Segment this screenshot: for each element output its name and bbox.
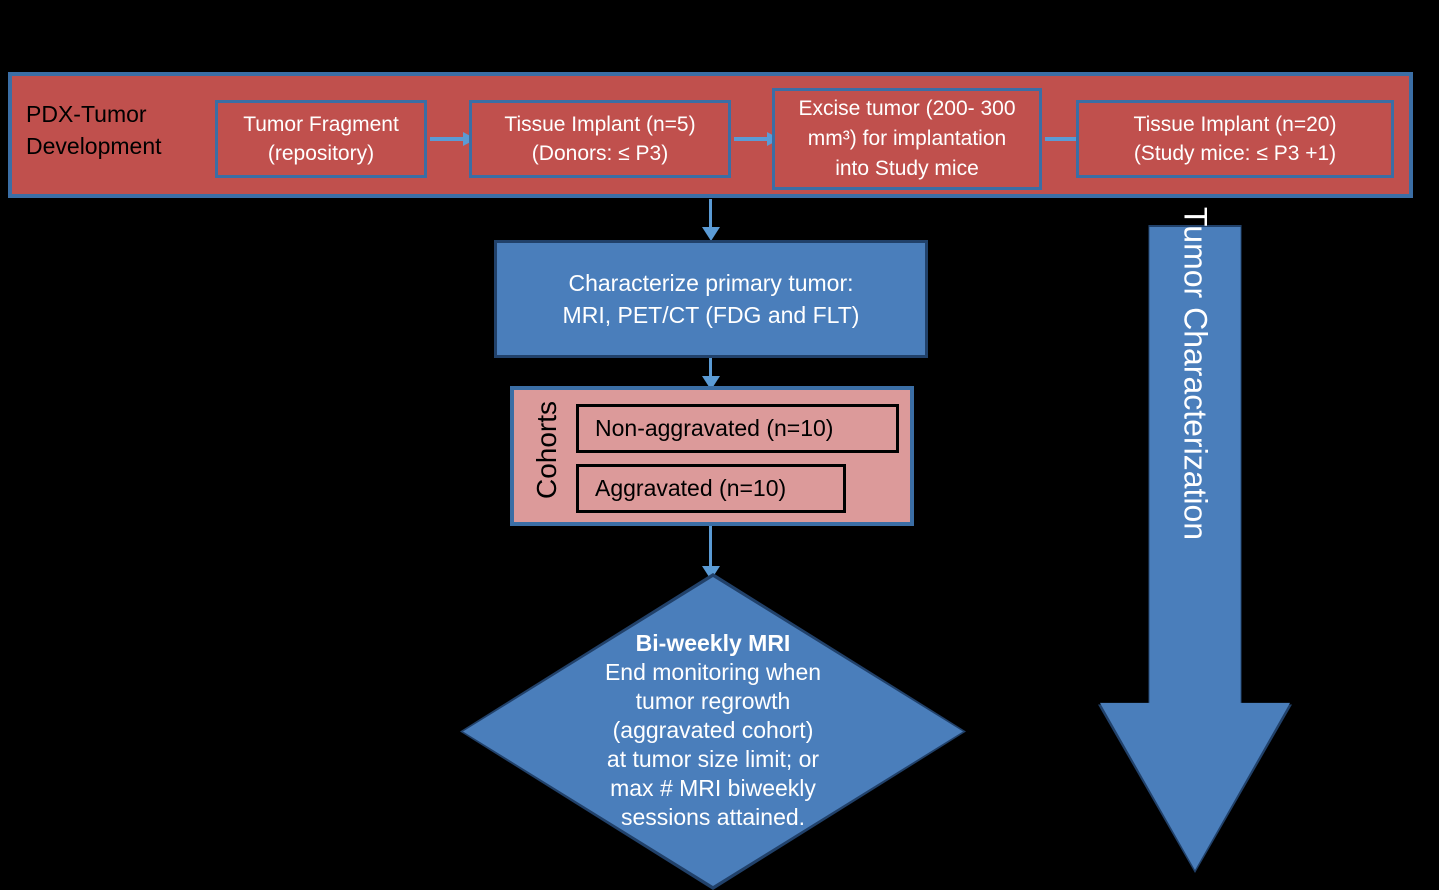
step-line-2: (Study mice: ≤ P3 +1) [1133, 142, 1337, 165]
decision-line-2: tumor regrowth [635, 688, 791, 714]
step-excise-tumor-text: Excise tumor (200- 300 mm³) for implanta… [798, 94, 1015, 184]
step-line-1: Tissue Implant (n=20) [1133, 113, 1337, 136]
cohort-item-label: Non-aggravated (n=10) [595, 415, 834, 441]
arrow-shaft [709, 526, 712, 568]
decision-line-1: End monitoring when [604, 659, 822, 685]
decision-text: Bi-weekly MRI End monitoring when tumor … [460, 629, 966, 832]
characterize-line-2: MRI, PET/CT (FDG and FLT) [562, 302, 860, 328]
step-line-2: (Donors: ≤ P3) [531, 142, 669, 165]
cohort-item-non-aggravated: Non-aggravated (n=10) [576, 404, 899, 453]
step-excise-tumor: Excise tumor (200- 300 mm³) for implanta… [772, 88, 1042, 190]
step-tissue-implant-study: Tissue Implant (n=20) (Study mice: ≤ P3 … [1076, 100, 1394, 178]
decision-line-3: (aggravated cohort) [612, 717, 814, 743]
cohort-item-label: Aggravated (n=10) [595, 475, 787, 501]
decision-line-4: at tumor size limit; or [606, 746, 820, 772]
decision-line-5: max # MRI biweekly [610, 775, 816, 801]
step-tumor-fragment-text: Tumor Fragment (repository) [243, 110, 399, 168]
characterize-primary-tumor-box: Characterize primary tumor: MRI, PET/CT … [494, 240, 928, 358]
characterize-line-1: Characterize primary tumor: [568, 270, 854, 296]
step-tissue-implant-donors: Tissue Implant (n=5) (Donors: ≤ P3) [469, 100, 731, 178]
characterize-primary-tumor-text: Characterize primary tumor: MRI, PET/CT … [563, 267, 860, 331]
step-line-1: Tumor Fragment [243, 113, 399, 136]
cohort-item-aggravated: Aggravated (n=10) [576, 464, 846, 513]
step-tumor-fragment: Tumor Fragment (repository) [215, 100, 427, 178]
arrow-cohorts-to-decision [702, 526, 720, 580]
cohorts-label: Cohorts [531, 400, 562, 500]
step-tissue-implant-study-text: Tissue Implant (n=20) (Study mice: ≤ P3 … [1134, 110, 1337, 168]
decision-title: Bi-weekly MRI [635, 630, 791, 656]
cohorts-box: Cohorts Non-aggravated (n=10) Aggravated… [510, 386, 914, 526]
tumor-characterization-label: Tumor Characterization [1177, 206, 1214, 541]
step-tissue-implant-donors-text: Tissue Implant (n=5) (Donors: ≤ P3) [504, 110, 695, 168]
step-line-1: Excise tumor (200- 300 [798, 97, 1016, 120]
tumor-characterization-arrow: Tumor Characterization [1098, 207, 1292, 873]
step-line-2: mm³) for implantation [807, 127, 1007, 150]
arrow-head [702, 227, 720, 241]
arrow-shaft [1045, 137, 1078, 141]
pdx-band-label: PDX-Tumor Development [26, 101, 162, 159]
arrow-shaft [709, 358, 712, 378]
arrow-band-to-characterize [702, 199, 720, 241]
decision-line-6: sessions attained. [620, 804, 806, 830]
step-line-3: into Study mice [835, 157, 979, 180]
arrow-shaft [734, 137, 767, 141]
step-line-1: Tissue Implant (n=5) [504, 113, 696, 136]
arrow-shaft [430, 137, 463, 141]
arrow-shaft [709, 199, 712, 228]
bi-weekly-mri-decision-diamond: Bi-weekly MRI End monitoring when tumor … [460, 573, 966, 890]
step-line-2: (repository) [267, 142, 375, 165]
pdx-tumor-development-band: PDX-Tumor Development Tumor Fragment (re… [8, 72, 1413, 198]
